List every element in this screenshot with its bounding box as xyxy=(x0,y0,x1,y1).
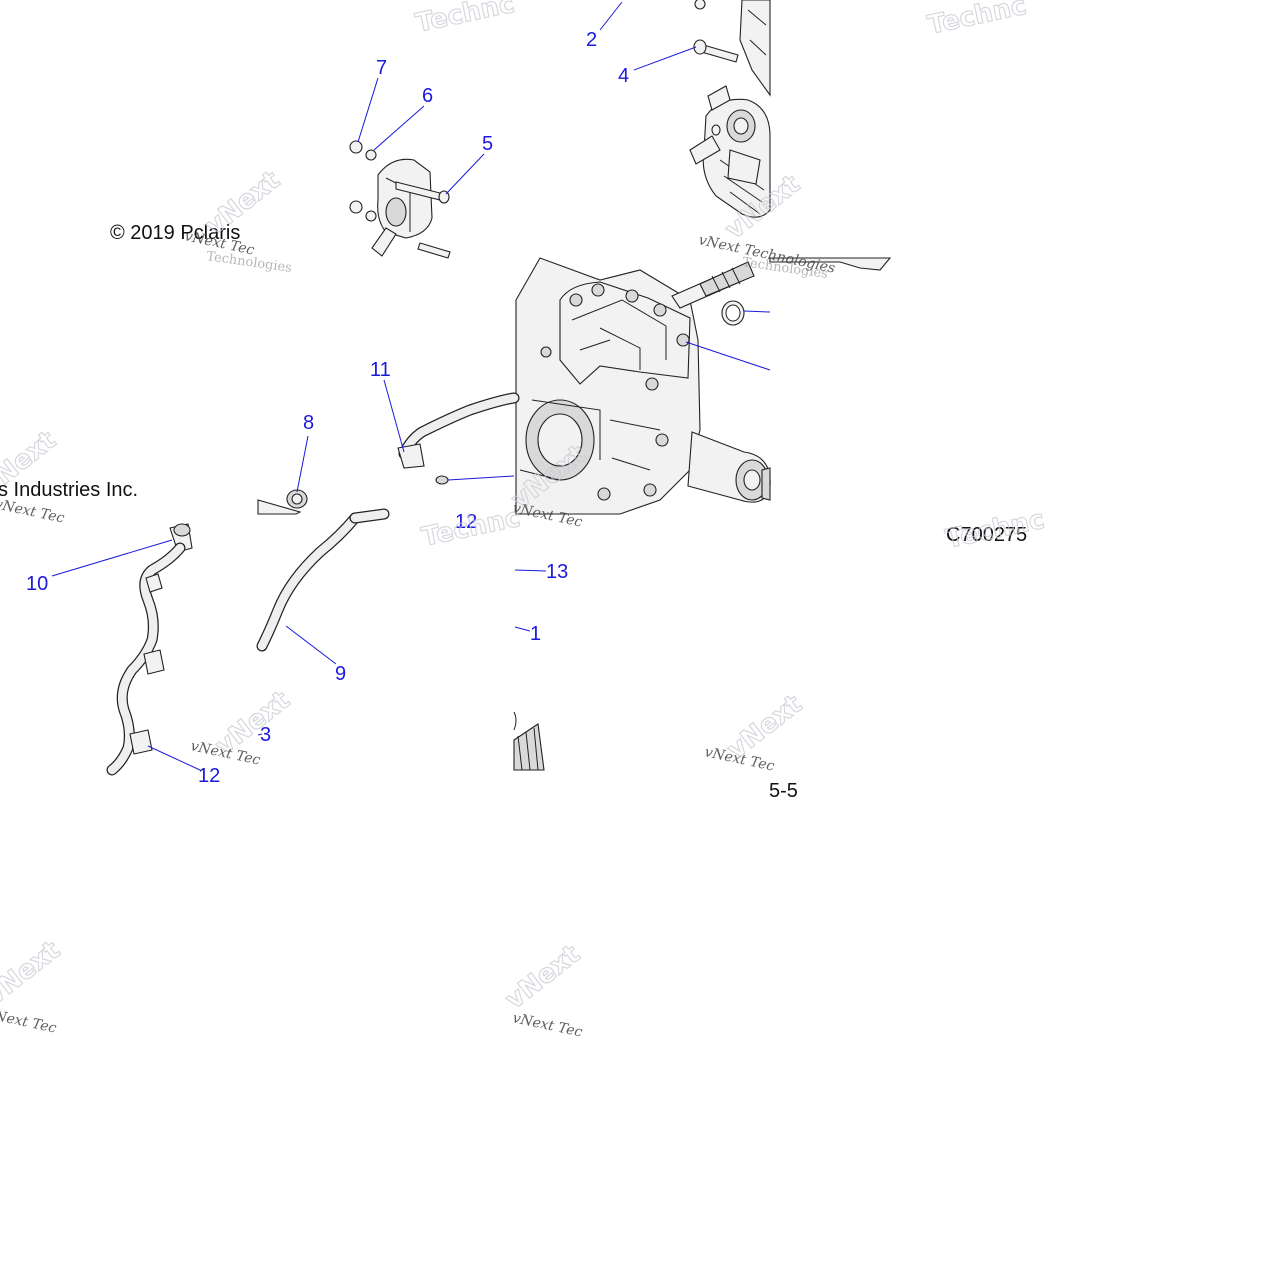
callout-4: 4 xyxy=(618,65,629,87)
watermark-logo: vNext xyxy=(200,165,286,241)
hose-assembly xyxy=(106,392,520,776)
bracket-edge xyxy=(769,257,892,271)
watermark-text: vNext Tec xyxy=(0,1006,58,1036)
callout-9: 9 xyxy=(335,663,346,685)
callout-12: 12 xyxy=(455,511,477,533)
watermark-text: vNext Tec xyxy=(511,1010,584,1040)
callout-10: 10 xyxy=(26,573,48,595)
callout-5: 5 xyxy=(482,133,493,155)
callouts: 7 6 5 2 4 11 8 12 10 9 13 1 3 12 xyxy=(26,29,629,787)
watermark-brand: Technc xyxy=(943,505,1047,555)
callout-12b: 12 xyxy=(198,765,220,787)
watermark-brand: Technc xyxy=(925,0,1029,41)
copyright-fragment-left: © 2019 Pclaris xyxy=(110,222,240,244)
callout-1: 1 xyxy=(530,623,541,645)
watermark-logo: vNext xyxy=(500,939,586,1015)
callout-13: 13 xyxy=(546,561,568,583)
callout-2: 2 xyxy=(586,29,597,51)
watermark-logo: vNext xyxy=(0,935,66,1011)
callout-7: 7 xyxy=(376,57,387,79)
watermark-brand: Technc xyxy=(413,0,517,39)
leader-lines xyxy=(51,1,771,771)
solenoid-assembly xyxy=(349,140,451,259)
page-number: 5-5 xyxy=(769,780,798,802)
callout-11: 11 xyxy=(370,359,391,381)
drawing-number: C700275 xyxy=(946,524,1027,546)
gearbox-assembly xyxy=(515,257,771,515)
callout-6: 6 xyxy=(422,85,433,107)
watermarks: Technc Technc Technc Technc vNext vNext … xyxy=(0,0,1048,1041)
bracket-assembly xyxy=(689,0,771,218)
copyright-fragment-right: s Industries Inc. xyxy=(0,479,138,501)
callout-3: 3 xyxy=(260,724,271,746)
callout-8: 8 xyxy=(303,412,314,434)
